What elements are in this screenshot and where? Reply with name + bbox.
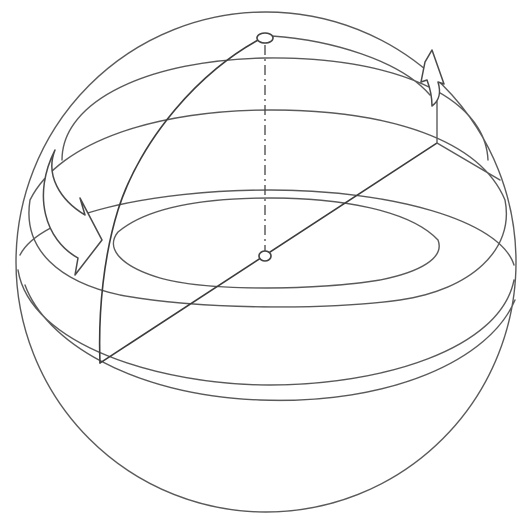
right-chord-segment bbox=[437, 143, 500, 180]
great-circle-arc bbox=[100, 38, 262, 363]
upper-right-arc bbox=[272, 36, 430, 95]
equator-ellipse bbox=[29, 110, 506, 307]
center-pivot-point bbox=[259, 251, 271, 261]
inner-rotation-ellipse bbox=[113, 198, 439, 288]
sphere-outline bbox=[16, 12, 516, 512]
rotation-arrow-left bbox=[43, 150, 102, 275]
top-pivot-point bbox=[257, 33, 273, 43]
front-lower-curve bbox=[25, 285, 515, 400]
rotation-arrow-right bbox=[421, 50, 444, 106]
